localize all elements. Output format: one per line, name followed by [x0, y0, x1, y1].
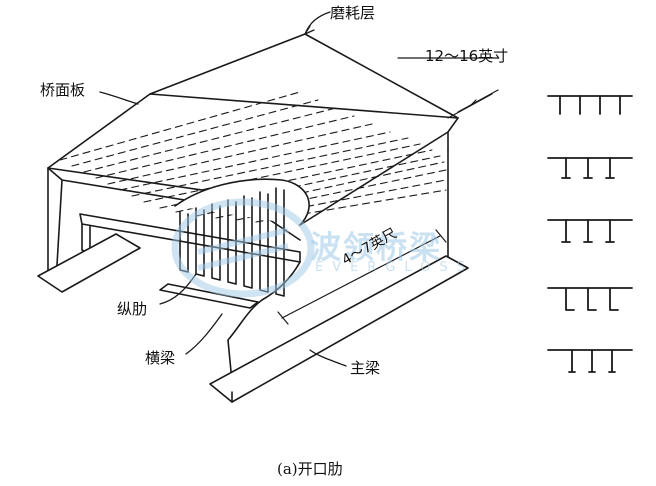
label-wearing-layer: 磨耗层 [330, 4, 376, 22]
figure-caption: (a)开口肋 [277, 460, 343, 478]
rib-section-4 [547, 287, 633, 311]
rib-section-3 [547, 219, 633, 243]
watermark-logo-icon [171, 198, 315, 298]
rib-sections [547, 95, 633, 373]
right-girder-flange [209, 255, 469, 403]
rib-section-5 [547, 349, 633, 373]
wearing-layer-leader [304, 11, 331, 35]
label-spacing-top: 12～16英寸 [425, 47, 509, 65]
dimension-top-ext [447, 89, 499, 119]
dimension-mid [281, 235, 441, 319]
label-floor-beam: 横梁 [145, 349, 176, 367]
watermark-subtext: EVERGLOSS [315, 260, 474, 275]
deck-plate-front-edge [47, 167, 301, 241]
girder-leader [309, 349, 347, 367]
label-longitudinal-rib: 纵肋 [117, 300, 148, 318]
left-girder-flange [37, 233, 141, 293]
floor-beam-bottom [159, 283, 259, 309]
label-deck-plate: 桥面板 [40, 81, 86, 99]
rib-section-2 [547, 157, 633, 179]
label-main-girder: 主梁 [350, 359, 381, 377]
watermark-text: 波领桥梁 [310, 230, 442, 266]
rib-section-1 [547, 95, 633, 115]
deck-plate-leader [99, 91, 139, 105]
floor-beam-leader [185, 313, 223, 355]
